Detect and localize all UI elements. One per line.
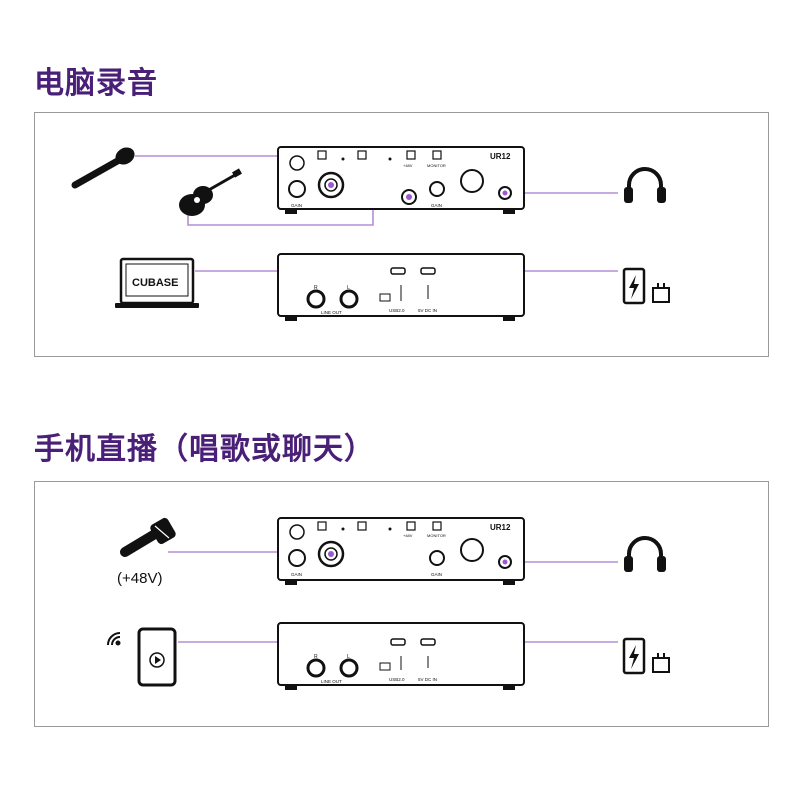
usb-port — [390, 638, 406, 646]
line-out-r-label: R — [314, 285, 318, 291]
guitar-cable — [187, 208, 374, 226]
audio-interface-front: GAIN +48V MONITOR GAIN UR12 — [277, 517, 525, 585]
guitar-icon — [179, 168, 242, 216]
usb-plug-icon — [652, 653, 670, 673]
headphone-jack — [498, 186, 512, 200]
computer-symbol-icon — [379, 293, 391, 302]
headphones-icon — [624, 167, 666, 203]
audio-interface-rear: R L LINE OUT USB2.0 5V DC IN — [277, 253, 525, 321]
wifi-icon — [107, 632, 121, 646]
audio-interface-front: GAIN +48V MONITOR GAIN UR12 — [277, 146, 525, 214]
line-out-r-jack — [306, 289, 326, 309]
switch-1 — [317, 150, 327, 160]
laptop-icon: CUBASE — [115, 257, 199, 308]
computer-symbol-icon — [379, 662, 391, 671]
gain-label-1: GAIN — [291, 203, 302, 208]
usb-port-label: USB2.0 — [389, 308, 405, 313]
microphone-icon — [71, 147, 135, 189]
monitor-label: MONITOR — [427, 533, 446, 538]
phantom-switch — [406, 150, 416, 160]
phantom-label: +48V — [403, 163, 413, 168]
line-out-l-label: L — [347, 654, 350, 660]
usb-plug-icon — [652, 283, 670, 303]
hi-z-input — [401, 189, 417, 205]
gain-label-1: GAIN — [291, 572, 302, 577]
line-out-l-jack — [339, 658, 359, 678]
gain-label-2: GAIN — [431, 203, 442, 208]
power-bank-icon — [622, 267, 646, 305]
diagram-panel-pc-recording: GAIN +48V MONITOR GAIN UR12 — [34, 112, 769, 357]
dc-in-port — [420, 638, 436, 646]
line-out-l-jack — [339, 289, 359, 309]
output-volume-knob — [460, 169, 484, 193]
phantom-power-note: (+48V) — [117, 570, 162, 587]
section-title-phone-streaming: 手机直播（唱歌或聊天） — [34, 432, 375, 467]
xlr-combo-input — [317, 540, 345, 568]
output-volume-knob — [460, 538, 484, 562]
phantom-switch — [406, 521, 416, 531]
dc-in-label: 5V DC IN — [418, 677, 437, 682]
gain-knob-1 — [288, 180, 306, 198]
dc-in-label: 5V DC IN — [418, 308, 437, 313]
line-out-label: LINE OUT — [321, 310, 342, 315]
dc-in-port — [420, 267, 436, 275]
monitor-label: MONITOR — [427, 163, 446, 168]
connection-diagram-pc: GAIN +48V MONITOR GAIN UR12 — [71, 146, 670, 321]
gain-knob-2 — [429, 550, 445, 566]
phantom-label: +48V — [403, 533, 413, 538]
brand-logo-icon — [289, 524, 305, 540]
line-out-label: LINE OUT — [321, 679, 342, 684]
switch-2 — [357, 150, 367, 160]
audio-interface-rear: R L LINE OUT USB2.0 5V DC IN — [277, 622, 525, 690]
gain-knob-2 — [429, 181, 445, 197]
switch-1 — [317, 521, 327, 531]
gain-knob-1 — [288, 549, 306, 567]
switch-2 — [357, 521, 367, 531]
headphone-jack — [498, 555, 512, 569]
usb-port — [390, 267, 406, 275]
power-bank-icon — [622, 637, 646, 675]
usb-port-label: USB2.0 — [389, 677, 405, 682]
device-brand: UR12 — [490, 523, 511, 532]
brand-logo-icon — [289, 155, 305, 171]
section-title-pc-recording: 电脑录音 — [34, 66, 158, 101]
xlr-combo-input — [317, 171, 345, 199]
monitor-switch — [432, 521, 442, 531]
line-out-r-jack — [306, 658, 326, 678]
line-out-r-label: R — [314, 654, 318, 660]
daw-software-label: CUBASE — [132, 277, 178, 289]
headphones-icon — [624, 536, 666, 572]
connection-diagram-phone: (+48V) GAIN +48V MONITOR GAIN UR12 — [107, 517, 670, 690]
gain-label-2: GAIN — [431, 572, 442, 577]
condenser-microphone-icon — [120, 517, 176, 557]
smartphone-icon — [137, 627, 177, 687]
monitor-switch — [432, 150, 442, 160]
line-out-l-label: L — [347, 285, 350, 291]
device-brand: UR12 — [490, 152, 511, 161]
diagram-panel-phone-streaming: (+48V) GAIN +48V MONITOR GAIN UR12 — [34, 481, 769, 727]
